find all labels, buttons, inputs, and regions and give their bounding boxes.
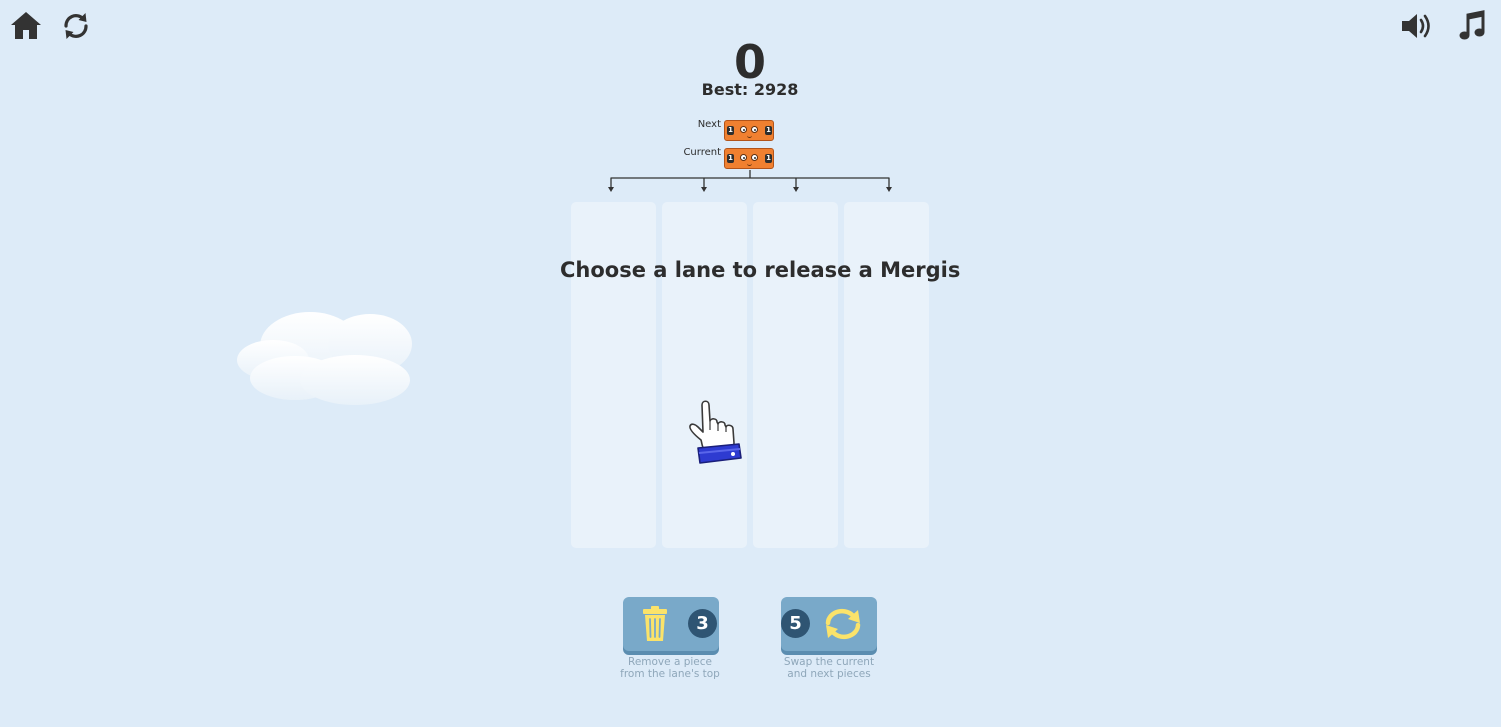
remove-description: Remove a piece from the lane's top xyxy=(600,656,740,680)
piece-eye xyxy=(751,154,758,161)
current-piece: 1 1 xyxy=(724,148,774,169)
remove-description-line1: Remove a piece xyxy=(628,656,712,668)
swap-description-line2: and next pieces xyxy=(787,668,871,680)
speaker-icon xyxy=(1402,14,1430,38)
remove-count-badge: 3 xyxy=(688,609,717,638)
piece-eye xyxy=(740,126,747,133)
sound-toggle-button[interactable] xyxy=(1398,8,1434,44)
home-button[interactable] xyxy=(8,8,44,44)
remove-description-line2: from the lane's top xyxy=(620,668,720,680)
piece-mouth xyxy=(747,134,752,138)
music-note-icon xyxy=(1459,10,1485,40)
lane-3[interactable] xyxy=(753,202,838,548)
next-piece: 1 1 xyxy=(724,120,774,141)
best-score: Best: 2928 xyxy=(701,80,799,99)
piece-eye xyxy=(740,154,747,161)
swap-count-badge: 5 xyxy=(781,609,810,638)
home-icon xyxy=(11,12,41,39)
current-label: Current xyxy=(683,147,721,158)
piece-value: 1 xyxy=(765,126,772,135)
restart-icon xyxy=(64,13,88,39)
restart-button[interactable] xyxy=(58,8,94,44)
lane-arrows xyxy=(608,170,892,192)
cloud-decoration xyxy=(235,308,415,408)
swap-arrows-icon xyxy=(822,604,864,644)
remove-piece-button[interactable]: 3 xyxy=(623,597,719,651)
piece-value: 1 xyxy=(727,154,734,163)
current-score: 0 xyxy=(733,35,766,89)
instruction-text: Choose a lane to release a Mergis xyxy=(560,258,961,282)
swap-description-line1: Swap the current xyxy=(783,656,875,668)
piece-value: 1 xyxy=(765,154,772,163)
swap-pieces-button[interactable]: 5 xyxy=(781,597,877,651)
lane-4[interactable] xyxy=(844,202,929,548)
lane-1[interactable] xyxy=(571,202,656,548)
piece-value: 1 xyxy=(727,126,734,135)
piece-eye xyxy=(751,126,758,133)
swap-description: Swap the current and next pieces xyxy=(759,656,899,680)
lane-2[interactable] xyxy=(662,202,747,548)
piece-mouth xyxy=(747,162,752,166)
music-toggle-button[interactable] xyxy=(1455,8,1491,44)
trash-can-icon xyxy=(635,604,675,644)
pointing-hand-icon xyxy=(684,396,746,468)
next-label: Next xyxy=(697,119,721,130)
